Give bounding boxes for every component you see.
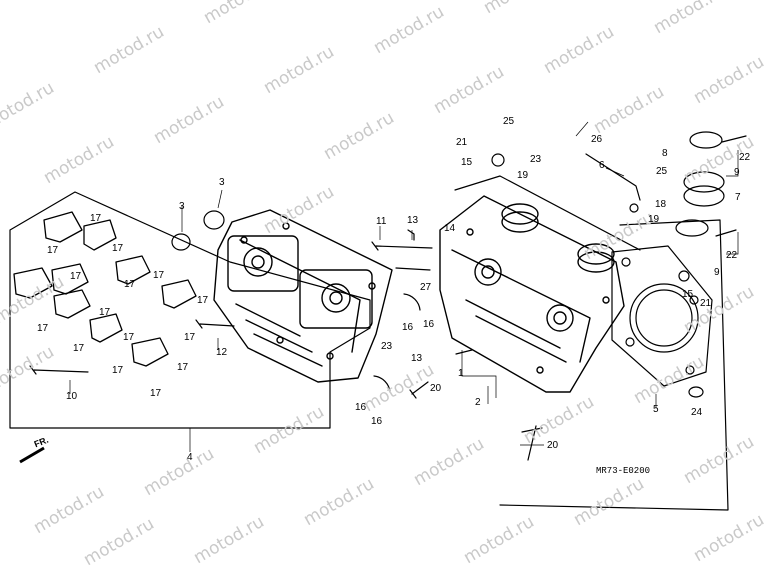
callout-24: 24 (691, 407, 703, 418)
head-gasket (611, 245, 713, 387)
callout-17: 17 (112, 243, 124, 254)
callout-25: 25 (503, 116, 515, 127)
callout-17: 17 (123, 332, 135, 343)
callout-20: 20 (547, 440, 559, 451)
callout-9: 9 (714, 267, 720, 278)
callout-17: 17 (99, 307, 111, 318)
callout-17: 17 (184, 332, 196, 343)
callout-18: 18 (655, 199, 667, 210)
assembly-box-2 (499, 219, 729, 511)
callout-5: 5 (653, 404, 659, 415)
callout-17: 17 (90, 213, 102, 224)
callout-14: 14 (444, 223, 456, 234)
callout-17: 17 (70, 271, 82, 282)
callout-17: 17 (177, 362, 189, 373)
callout-21: 21 (700, 298, 712, 309)
callout-17: 17 (153, 270, 165, 281)
callout-11: 11 (376, 216, 387, 227)
callout-13: 13 (411, 353, 423, 364)
plug-24 (688, 386, 704, 398)
callout-7: 7 (735, 192, 741, 203)
callout-15: 15 (682, 289, 694, 300)
callout-15: 15 (461, 157, 473, 168)
callout-23: 23 (381, 341, 393, 352)
callout-8: 8 (662, 148, 668, 159)
joint-band-upper (689, 131, 723, 149)
assembly-box-4 (9, 191, 371, 429)
callout-1: 1 (458, 368, 464, 379)
o-ring-upper (203, 210, 225, 230)
callout-16: 16 (355, 402, 367, 413)
callout-22: 22 (726, 250, 738, 261)
callout-12: 12 (216, 347, 228, 358)
callout-4: 4 (187, 452, 193, 463)
callout-3: 3 (179, 201, 185, 212)
callout-19: 19 (517, 170, 529, 181)
callout-17: 17 (47, 245, 59, 256)
callout-16: 16 (402, 322, 414, 333)
camshaft-holders (13, 211, 197, 367)
callout-9: 9 (734, 167, 740, 178)
o-ring-lower (171, 233, 191, 251)
callout-16: 16 (423, 319, 435, 330)
callout-26: 26 (591, 134, 603, 145)
callout-17: 17 (37, 323, 49, 334)
bolts (29, 135, 747, 461)
callout-27: 27 (420, 282, 432, 293)
right-cylinder-head (439, 195, 625, 393)
callout-17: 17 (197, 295, 209, 306)
callout-21: 21 (456, 137, 468, 148)
callout-17: 17 (150, 388, 162, 399)
callout-23: 23 (530, 154, 542, 165)
callout-6: 6 (599, 160, 605, 171)
left-cylinder-head (213, 209, 393, 383)
callout-13: 13 (407, 215, 419, 226)
diagram-code: MR73-E0200 (596, 466, 651, 476)
callout-16: 16 (371, 416, 383, 427)
callout-19: 19 (648, 214, 660, 225)
callout-17: 17 (112, 365, 124, 376)
joint-band-lower (675, 219, 709, 237)
callout-10: 10 (66, 391, 78, 402)
insulator (683, 171, 725, 193)
callout-17: 17 (73, 343, 85, 354)
callout-22: 22 (739, 152, 751, 163)
callout-3: 3 (219, 177, 225, 188)
callout-2: 2 (475, 397, 481, 408)
callout-17: 17 (124, 279, 136, 290)
callout-20: 20 (430, 383, 442, 394)
callout-25: 25 (656, 166, 668, 177)
